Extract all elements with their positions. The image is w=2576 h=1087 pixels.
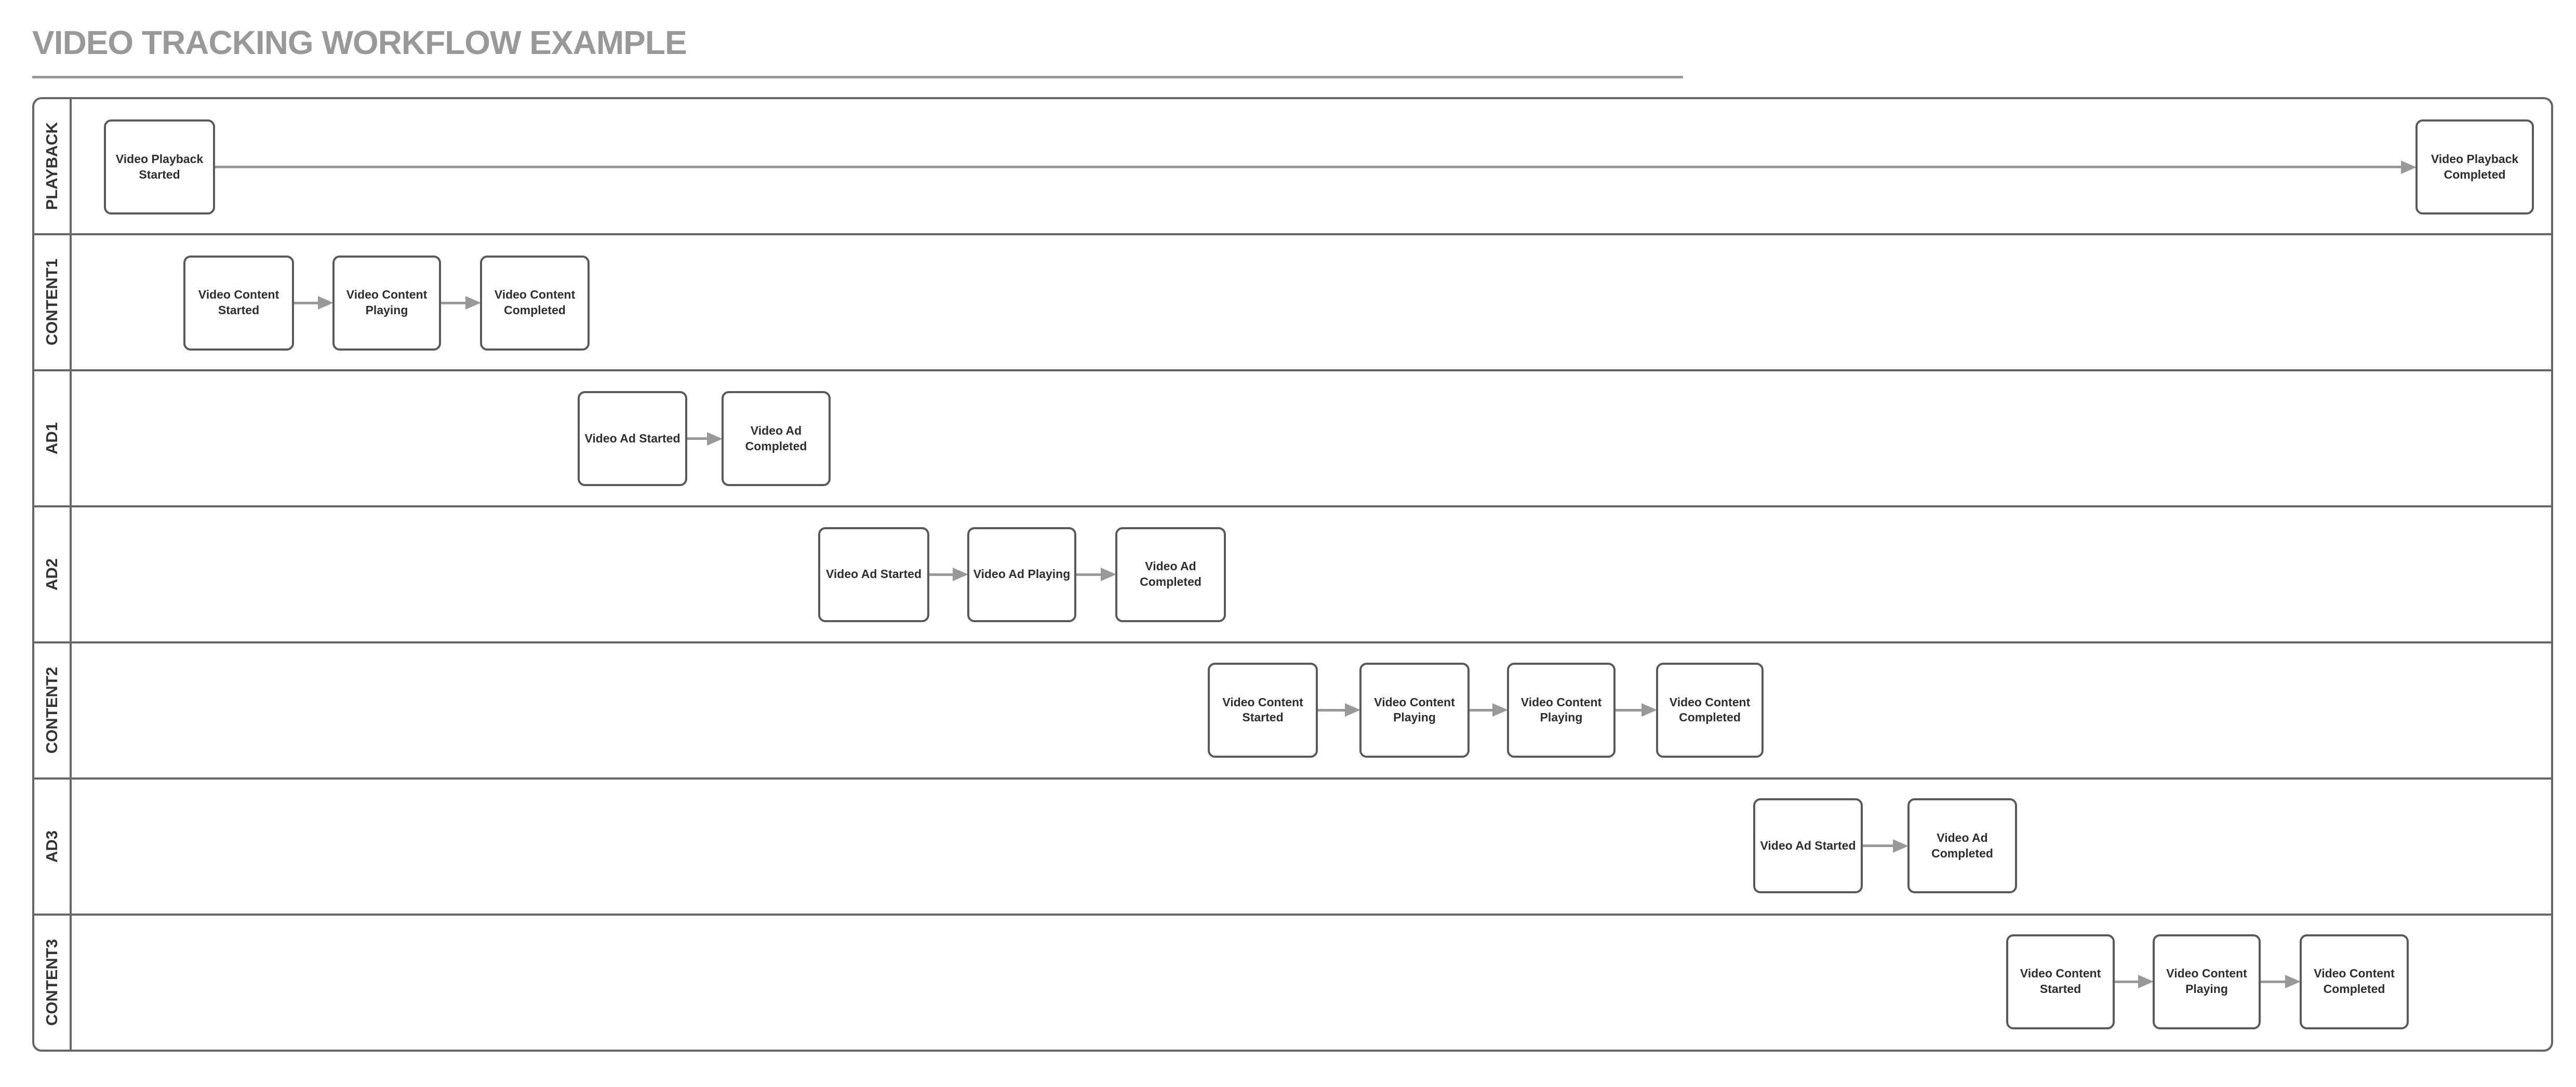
node-label: Video Content Started — [1222, 695, 1303, 724]
workflow-node[interactable]: Video Content Started — [2006, 934, 2115, 1029]
lane-label: CONTENT3 — [43, 939, 61, 1026]
node-label: Video Content Playing — [2166, 967, 2247, 996]
node-label: Video Content Completed — [494, 288, 576, 317]
workflow-node[interactable]: Video Ad Playing — [967, 527, 1076, 622]
workflow-node[interactable]: Video Content Completed — [1656, 662, 1764, 758]
lane-label: CONTENT1 — [43, 259, 61, 346]
workflow-node[interactable]: Video Content Playing — [1507, 662, 1616, 758]
workflow-node[interactable]: Video Ad Completed — [1115, 527, 1226, 622]
lane-label: PLAYBACK — [43, 122, 61, 210]
node-label: Video Content Playing — [346, 288, 428, 317]
workflow-node[interactable]: Video Playback Started — [104, 119, 215, 215]
workflow-node[interactable]: Video Ad Completed — [722, 391, 831, 487]
lane-body — [72, 235, 2551, 369]
swimlane-content1: CONTENT1 — [34, 235, 2551, 371]
lane-body — [72, 371, 2551, 505]
node-label: Video Content Completed — [2314, 967, 2395, 996]
swimlane-ad1: AD1 — [34, 371, 2551, 507]
node-label: Video Content Started — [2020, 967, 2101, 996]
diagram-title: VIDEO TRACKING WORKFLOW EXAMPLE — [32, 24, 687, 61]
lane-header-ad2[interactable]: AD2 — [34, 507, 72, 641]
node-label: Video Playback Completed — [2431, 152, 2519, 181]
node-label: Video Ad Playing — [973, 567, 1071, 581]
node-label: Video Ad Started — [584, 431, 680, 445]
workflow-node[interactable]: Video Content Playing — [332, 255, 441, 351]
lane-label: AD3 — [43, 830, 61, 863]
swimlane-content2: CONTENT2 — [34, 643, 2551, 780]
title-underline — [32, 76, 1683, 78]
lane-header-content1[interactable]: CONTENT1 — [34, 235, 72, 369]
node-label: Video Ad Completed — [1140, 559, 1202, 588]
node-label: Video Content Playing — [1374, 695, 1455, 724]
node-label: Video Ad Started — [1760, 838, 1856, 852]
node-label: Video Ad Completed — [745, 423, 807, 453]
lane-body — [72, 507, 2551, 641]
workflow-node[interactable]: Video Ad Started — [818, 527, 929, 622]
node-label: Video Content Completed — [1669, 695, 1751, 724]
lane-header-content3[interactable]: CONTENT3 — [34, 916, 72, 1050]
workflow-node[interactable]: Video Ad Started — [1753, 798, 1863, 894]
workflow-node[interactable]: Video Ad Started — [578, 391, 687, 487]
lane-header-ad3[interactable]: AD3 — [34, 780, 72, 914]
workflow-node[interactable]: Video Playback Completed — [2415, 119, 2534, 215]
swimlane-playback: PLAYBACK — [34, 99, 2551, 235]
workflow-node[interactable]: Video Content Completed — [480, 255, 590, 351]
lane-body — [72, 99, 2551, 233]
swimlane-ad2: AD2 — [34, 507, 2551, 643]
node-label: Video Content Playing — [1520, 695, 1602, 724]
swimlane-content3: CONTENT3 — [34, 916, 2551, 1050]
swimlane-ad3: AD3 — [34, 780, 2551, 916]
workflow-node[interactable]: Video Content Started — [1208, 662, 1318, 758]
workflow-node[interactable]: Video Content Playing — [2153, 934, 2261, 1029]
lane-label: AD1 — [43, 422, 61, 454]
node-label: Video Playback Started — [115, 152, 204, 181]
node-label: Video Content Started — [198, 288, 279, 317]
lane-body — [72, 780, 2551, 914]
workflow-node[interactable]: Video Content Playing — [1359, 662, 1470, 758]
lane-label: CONTENT2 — [43, 667, 61, 754]
node-label: Video Ad Completed — [1931, 830, 1993, 860]
lane-label: AD2 — [43, 558, 61, 591]
workflow-node[interactable]: Video Content Started — [183, 255, 294, 351]
workflow-node[interactable]: Video Ad Completed — [1907, 798, 2017, 894]
workflow-node[interactable]: Video Content Completed — [2300, 934, 2409, 1029]
lane-header-content2[interactable]: CONTENT2 — [34, 643, 72, 777]
lane-header-playback[interactable]: PLAYBACK — [34, 99, 72, 233]
lane-header-ad1[interactable]: AD1 — [34, 371, 72, 505]
node-label: Video Ad Started — [825, 567, 922, 581]
